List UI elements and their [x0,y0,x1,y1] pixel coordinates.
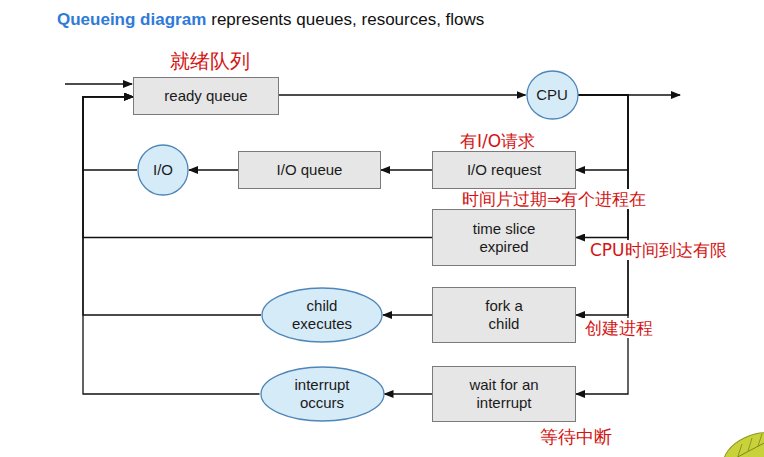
title-bar: Queueing diagram represents queues, resou… [57,10,484,30]
handwritten-note: 时间片过期⇒有个进程在 [460,189,648,209]
queue-box: I/O queue [238,151,381,189]
flow-arrow [279,94,526,95]
resource-circle: I/O [137,144,189,196]
event-box: I/O request [432,151,576,189]
flow-arrow [189,169,238,170]
node-label: interrupt occurs [281,376,363,412]
node-label: fork a child [474,297,534,333]
flow-arrow [381,169,432,170]
event-box: fork a child [432,287,576,343]
handwritten-note: 有I/O请求 [458,131,537,151]
flow-arrow [83,97,432,238]
flow-arrow [576,95,628,238]
node-label: I/O [153,161,173,179]
flow-arrow [576,95,628,170]
handwritten-note: 创建进程 [583,318,655,338]
title: Queueing diagram [57,10,206,29]
node-outline-ellipse [138,145,188,195]
flow-arrow [83,97,137,170]
subtitle: represents queues, resources, flows [211,10,484,29]
resource-circle: CPU [526,70,579,120]
handwritten-note: 就绪队列 [168,50,252,73]
node-outline-ellipse [262,288,382,342]
entry-arrow [65,83,132,84]
event-box: time slice expired [432,209,576,266]
node-outline-ellipse [261,367,384,421]
node-label: I/O request [467,161,541,179]
node-label: I/O queue [277,161,343,179]
node-label: child executes [282,297,362,333]
event-box: wait for an interrupt [432,366,576,422]
handwritten-note: 等待中断 [538,426,614,447]
node-label: time slice expired [459,220,549,256]
resource-ellipse: child executes [261,287,383,343]
node-outline-ellipse [527,71,578,119]
flow-arrow [83,97,261,315]
node-label: CPU [536,86,568,104]
handwritten-note: CPU时间到达有限 [588,240,729,260]
node-label: wait for an interrupt [454,376,554,412]
flow-arrow [383,314,432,315]
flow-arrow [385,393,433,394]
flow-arrow [83,97,260,394]
resource-ellipse: interrupt occurs [260,366,385,422]
node-label: ready queue [164,87,247,105]
leaf-ornament [718,425,764,457]
queue-box: ready queue [133,77,279,115]
